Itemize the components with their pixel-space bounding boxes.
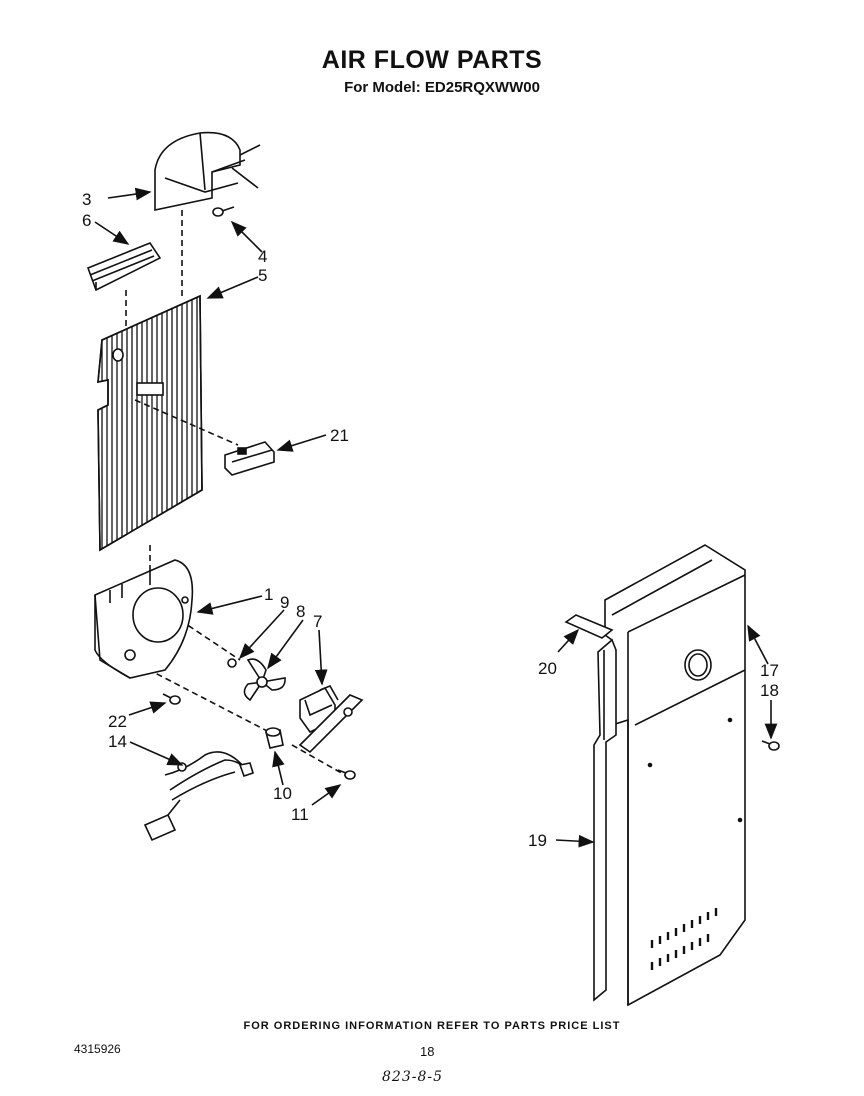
handwritten-note: 823-8-5: [382, 1069, 443, 1085]
screw-18: [761, 740, 780, 751]
callout-21: 21: [330, 426, 349, 445]
callout-22: 22: [108, 712, 127, 731]
callout-20: 20: [538, 659, 557, 678]
duct-cover: [154, 131, 261, 211]
screw-4: [212, 206, 235, 217]
callout-19: 19: [528, 831, 547, 850]
leader-arrows: [94, 187, 778, 848]
page-title: AIR FLOW PARTS: [321, 46, 543, 74]
ordering-note: FOR ORDERING INFORMATION REFER TO PARTS …: [243, 1020, 621, 1032]
model-subtitle: For Model: ED25RQXWW00: [344, 79, 540, 96]
callout-18: 18: [760, 681, 779, 700]
callout-14: 14: [108, 732, 127, 751]
bracket-21: [224, 441, 275, 476]
screw-22: [162, 693, 181, 705]
wire-harness: [143, 751, 254, 842]
document-number: 4315926: [74, 1042, 121, 1056]
page-number: 18: [420, 1044, 435, 1059]
screw-11: [337, 769, 356, 780]
callout-1: 1: [264, 585, 273, 604]
grommet: [265, 727, 284, 749]
callout-6: 6: [82, 211, 91, 230]
callout-17: 17: [760, 661, 779, 680]
fan-nut: [227, 658, 237, 668]
fan-shroud: [94, 559, 194, 679]
alignment-lines: [125, 210, 346, 776]
callout-4: 4: [258, 247, 267, 266]
fan-motor: [298, 684, 364, 754]
callout-10: 10: [273, 784, 292, 803]
callout-7: 7: [313, 612, 322, 631]
tape: [564, 614, 614, 639]
callout-3: 3: [82, 190, 91, 209]
callout-5: 5: [258, 266, 267, 285]
ribbed-panel: [97, 294, 203, 552]
fan-blade: [243, 658, 286, 702]
insulation-strip: [593, 638, 617, 1002]
callout-8: 8: [296, 602, 305, 621]
rear-cover-panel: [604, 544, 746, 1007]
callout-9: 9: [280, 593, 289, 612]
callout-11: 11: [291, 805, 309, 824]
grille: [86, 242, 162, 292]
